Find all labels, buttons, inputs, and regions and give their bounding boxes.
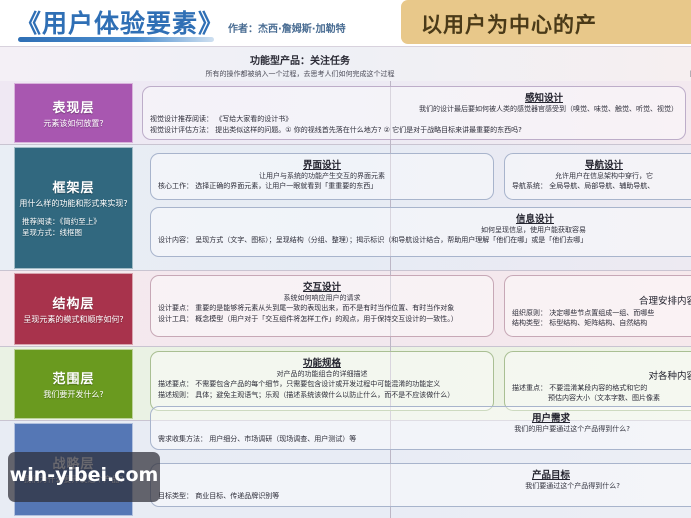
card-title: 产品目标 (531, 470, 570, 481)
card-line-1: 需求收集方法： 用户细分、市场调研（现场调查、用户测试）等 (158, 435, 357, 444)
card-content-requirements[interactable]: 对各种内容 描述重点： 不要混淆某段内容的格式和它的 预估内容大小（文本字数、图… (504, 351, 691, 411)
card-line-1: 导航系统： 全局导航、局部导航、辅助导航、 (512, 182, 655, 191)
card-subtitle: 我们的用户要通过这个产品得到什么? (514, 425, 630, 433)
layer-name: 范围层 (52, 371, 95, 387)
card-title: 信息设计 (515, 214, 554, 225)
layer-question: 我们要开发什么? (43, 389, 104, 399)
column-divider (390, 347, 391, 421)
card-line-1: 视觉设计推荐阅读： 《写给大家看的设计书》 (150, 115, 293, 124)
card-subtitle: 我们的设计最后要如何被人类的感觉器官感受到（嗅觉、味觉、触觉、听觉、视觉） (419, 105, 678, 113)
column-headers: 功能型产品：关注任务 所有的操作都被纳入一个过程，去思考人们如何完成这个过程 信… (0, 46, 691, 83)
card-line-1: 描述要点： 不需要包含产品的每个细节，只需要包含设计或开发过程中可能混淆的功能定… (158, 380, 441, 389)
card-line-1: 设计内容： 呈现方式（文字、图标）；呈现结构（分组、整理）；揭示标识（和导航设计… (158, 236, 588, 245)
layer-name: 表现层 (52, 100, 95, 116)
card-interaction-design[interactable]: 交互设计 系统如何响应用户的请求 设计要点： 重要的是能够将元素从头到尾一致的表… (150, 275, 494, 337)
gold-banner-text: 以用户为中心的产 (421, 13, 597, 37)
card-navigation-design[interactable]: 导航设计 允许用户在信息架构中穿行，它 导航系统： 全局导航、局部导航、辅助导航… (504, 153, 691, 200)
column-divider (390, 145, 391, 271)
card-line-2: 描述规则： 具体；避免主观语气；乐观（描述系统该做什么以防止什么，而不是不应该做… (158, 390, 455, 399)
card-product-goals[interactable]: 产品目标 我们要通过这个产品得到什么? 目标类型： 商业目标、传递品牌识别等 (150, 463, 691, 507)
card-line-1: 核心工作： 选择正确的界面元素，让用户一眼就看到「重重要的东西」 (158, 182, 378, 191)
layer-question: 元素该如何放置? (43, 118, 104, 128)
card-title: 对各种内容 (648, 371, 691, 382)
sidebar-layer-presentation[interactable]: 表现层 元素该如何放置? (14, 83, 133, 143)
gold-banner: 以用户为中心的产 (401, 0, 691, 44)
watermark-text: win-yibei.com (9, 464, 159, 486)
layer-name: 结构层 (52, 296, 95, 312)
layer-question: 呈现元素的模式和顺序如何? (23, 314, 124, 324)
layer-extra-notes: 推荐阅读：《简约至上》 呈现方式：线框图 (22, 216, 101, 237)
column-divider (390, 81, 391, 145)
sidebar-layer-skeleton[interactable]: 框架层 用什么样的功能和形式来实现? 推荐阅读：《简约至上》 呈现方式：线框图 (14, 147, 133, 269)
card-line-1: 设计要点： 重要的是能够将元素从头到尾一致的表现出来，而不是有时当作位置、有时当… (158, 304, 455, 313)
author-credit: 作者：杰西·詹姆斯·加勒特 (228, 24, 346, 35)
column-title: 信息型 (470, 52, 691, 67)
card-information-architecture[interactable]: 合理安排内容 组织原则： 决定哪些节点置组成一组、而哪些 结构类型： 标型结构、… (504, 275, 691, 337)
layer-name: 框架层 (52, 181, 95, 197)
card-title: 用户需求 (531, 413, 570, 424)
card-line-2: 结构类型： 标型结构、矩阵结构、自然结构 (512, 319, 648, 328)
card-line-1: 目标类型： 商业目标、传递品牌识别等 (158, 492, 280, 501)
column-title: 功能型产品：关注任务 (250, 56, 350, 67)
card-line-2: 预估内容大小（文本字数、图片像素 (548, 394, 660, 403)
column-divider (390, 421, 391, 518)
card-subtitle: 我们要通过这个产品得到什么? (525, 482, 620, 490)
card-subtitle: 让用户与系统的功能产生交互的界面元素 (259, 172, 385, 180)
card-functional-spec[interactable]: 功能规格 对产品的功能组合的详细描述 描述要点： 不需要包含产品的每个细节，只需… (150, 351, 494, 411)
column-subtitle: 所有的操作都被纳入一个过程，去思考人们如何完成这个过程 (205, 70, 395, 78)
card-line-1: 组织原则： 决定哪些节点置组成一组、而哪些 (512, 308, 655, 317)
slide-header: 《用户体验要素》 作者：杰西·詹姆斯·加勒特 以用户为中心的产 (0, 0, 691, 46)
card-title: 交互设计 (302, 282, 341, 293)
column-header-functional: 功能型产品：关注任务 所有的操作都被纳入一个过程，去思考人们如何完成这个过程 (150, 52, 450, 79)
card-subtitle: 系统如何响应用户的请求 (283, 294, 361, 302)
column-divider (390, 271, 391, 347)
card-title: 界面设计 (302, 160, 341, 171)
card-title: 功能规格 (302, 358, 341, 369)
column-header-informational: 信息型 网站应该提供哪些信息 (470, 52, 691, 79)
sidebar-layer-structure[interactable]: 结构层 呈现元素的模式和顺序如何? (14, 273, 133, 345)
card-line-2: 设计工具： 概念模型（用户对于「交互组件将怎样工作」的观点，用于保持交互设计的一… (158, 314, 458, 323)
card-subtitle: 允许用户在信息架构中穿行，它 (555, 172, 653, 180)
book-title: 《用户体验要素》 (16, 9, 225, 38)
column-subtitle: 网站应该提供哪些信息 (470, 69, 691, 79)
card-subtitle: 如何呈现信息，使用户能获取容易 (481, 226, 586, 234)
card-title: 感知设计 (524, 93, 563, 104)
card-user-needs[interactable]: 用户需求 我们的用户要通过这个产品得到什么? 需求收集方法： 用户细分、市场调研… (150, 406, 691, 450)
layer-question: 用什么样的功能和形式来实现? (19, 199, 128, 209)
card-line-2: 视觉设计评估方法： 提出类似这样的问题。① 你的视线首先落在什么地方? ② 它们… (150, 125, 522, 134)
card-interface-design[interactable]: 界面设计 让用户与系统的功能产生交互的界面元素 核心工作： 选择正确的界面元素，… (150, 153, 494, 200)
sidebar-layer-scope[interactable]: 范围层 我们要开发什么? (14, 349, 133, 419)
card-visual-design[interactable]: 感知设计 我们的设计最后要如何被人类的感觉器官感受到（嗅觉、味觉、触觉、听觉、视… (142, 86, 686, 140)
card-title: 导航设计 (584, 160, 623, 171)
card-subtitle: 对产品的功能组合的详细描述 (276, 370, 368, 378)
title-underline-decoration (18, 37, 214, 42)
card-line-1: 描述重点： 不要混淆某段内容的格式和它的 (512, 383, 648, 392)
watermark-overlay: win-yibei.com (8, 452, 160, 502)
card-title: 合理安排内容 (638, 296, 691, 307)
card-information-design[interactable]: 信息设计 如何呈现信息，使用户能获取容易 设计内容： 呈现方式（文字、图标）；呈… (150, 207, 691, 257)
